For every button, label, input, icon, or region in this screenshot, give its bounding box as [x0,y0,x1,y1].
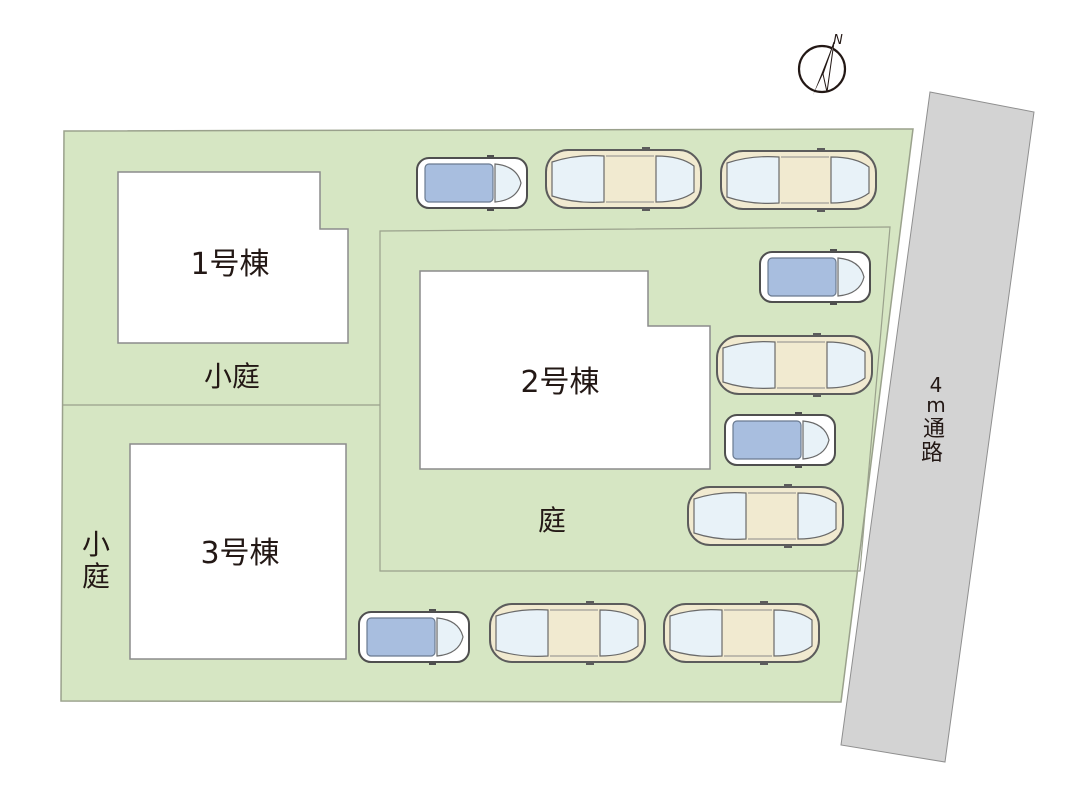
sedan-car-icon [687,483,844,549]
road-label-m: m [926,393,945,417]
compact-car-icon [358,608,470,666]
sedan-car-icon [720,147,877,213]
sedan-car-icon [716,332,873,398]
yard-2-label: 庭 [538,504,566,537]
compact-car-icon [759,248,871,306]
building-3 [129,443,347,660]
compact-car-icon [416,154,528,212]
road-4m [840,91,1035,763]
sedan-car-icon [545,146,702,212]
road-label-ro: 路 [921,441,943,466]
building-3-label: 3号棟 [200,536,279,571]
building-2-label: 2号棟 [520,365,599,400]
small-yard-3-label-bottom: 庭 [82,560,110,593]
yard-2-boundary [379,226,891,572]
road-label-tsu: 通 [923,417,945,442]
north-label: N [833,33,843,48]
small-yard-3-label-top: 小 [82,528,110,561]
road-label-4: 4 [930,373,943,397]
building-1 [117,171,349,344]
building-2 [419,270,711,470]
north-arrow-icon: N [797,33,847,95]
compact-car-icon [724,411,836,469]
building-1-label: 1号棟 [190,247,269,282]
small-yard-1-label: 小庭 [204,360,260,393]
sedan-car-icon [663,600,820,666]
sedan-car-icon [489,600,646,666]
